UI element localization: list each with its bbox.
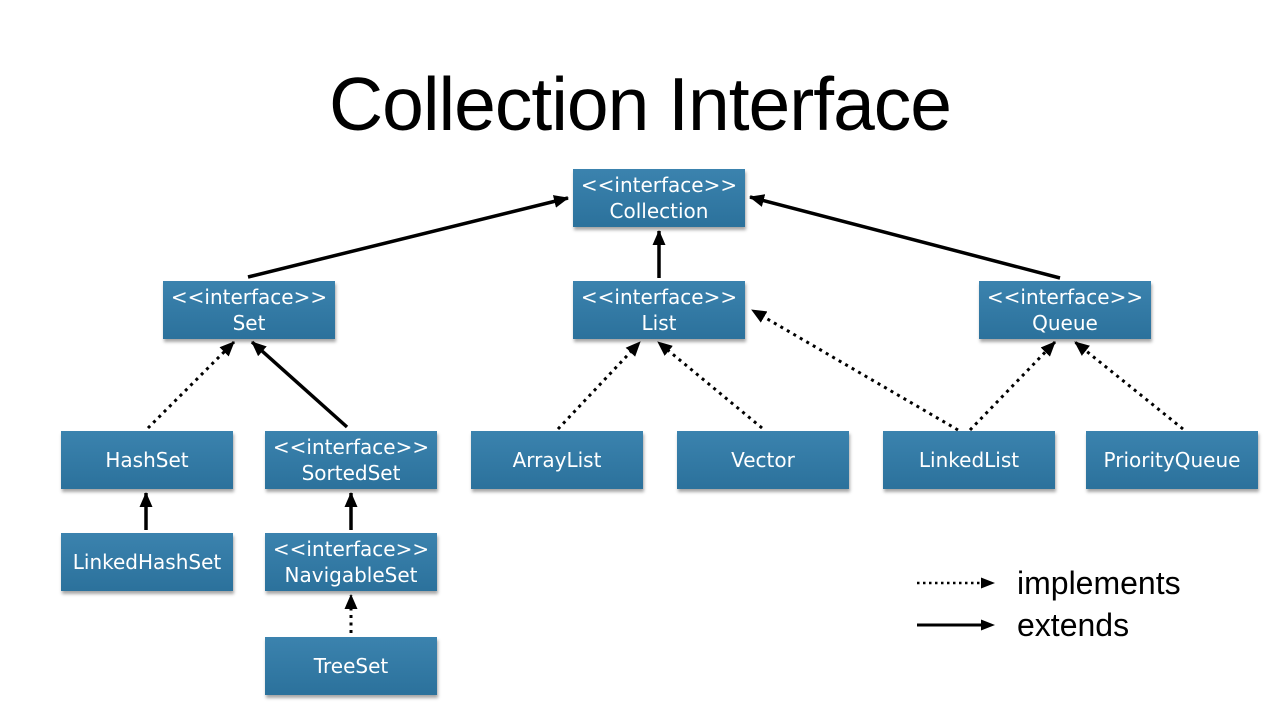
node-linkedlist: LinkedList <box>883 431 1055 489</box>
node-queue: <<interface>>Queue <box>979 281 1151 339</box>
extends-arrow-icon <box>917 619 995 631</box>
node-set: <<interface>>Set <box>163 281 335 339</box>
node-stereotype: <<interface>> <box>580 173 738 197</box>
node-label: NavigableSet <box>284 563 418 587</box>
legend: implements extends <box>915 562 1181 646</box>
node-hashset: HashSet <box>61 431 233 489</box>
edge-arraylist-to-list-implements <box>556 340 642 431</box>
legend-item-extends: extends <box>915 604 1181 646</box>
node-stereotype: <<interface>> <box>580 285 738 309</box>
node-collection: <<interface>>Collection <box>573 169 745 227</box>
node-label: TreeSet <box>313 654 389 678</box>
edge-sortedset-to-set-extends <box>250 340 349 429</box>
node-label: Collection <box>609 199 709 223</box>
node-priorityqueue: PriorityQueue <box>1086 431 1258 489</box>
page-title: Collection Interface <box>328 62 952 146</box>
node-vector: Vector <box>677 431 849 489</box>
legend-label-extends: extends <box>1017 606 1130 643</box>
edge-set-to-collection-extends <box>247 195 569 279</box>
node-label: List <box>641 311 677 335</box>
edge-queue-to-collection-extends <box>749 194 1061 280</box>
implements-arrow-icon <box>917 577 995 589</box>
node-arraylist: ArrayList <box>471 431 643 489</box>
node-label: ArrayList <box>512 448 602 472</box>
node-stereotype: <<interface>> <box>170 285 328 309</box>
node-label: HashSet <box>105 448 189 472</box>
node-sortedset: <<interface>>SortedSet <box>265 431 437 489</box>
node-label: LinkedHashSet <box>72 550 222 574</box>
node-label: LinkedList <box>918 448 1020 472</box>
edge-linkedlist-to-queue-implements <box>968 340 1057 432</box>
node-treeset: TreeSet <box>265 637 437 695</box>
node-label: Queue <box>1032 311 1098 335</box>
node-label: Set <box>232 311 266 335</box>
edge-hashset-to-set-implements <box>146 340 236 430</box>
legend-item-implements: implements <box>915 562 1181 604</box>
node-stereotype: <<interface>> <box>986 285 1144 309</box>
node-label: Vector <box>731 448 795 472</box>
node-linkedhashset: LinkedHashSet <box>61 533 233 591</box>
node-label: SortedSet <box>301 461 401 485</box>
edge-linkedlist-to-list-implements <box>751 308 959 432</box>
node-label: PriorityQueue <box>1103 448 1241 472</box>
node-stereotype: <<interface>> <box>272 537 430 561</box>
edge-vector-to-list-implements <box>657 340 763 430</box>
edge-priorityqueue-to-queue-implements <box>1074 340 1184 431</box>
node-navigableset: <<interface>>NavigableSet <box>265 533 437 591</box>
node-stereotype: <<interface>> <box>272 435 430 459</box>
node-list: <<interface>>List <box>573 281 745 339</box>
legend-label-implements: implements <box>1017 564 1181 601</box>
